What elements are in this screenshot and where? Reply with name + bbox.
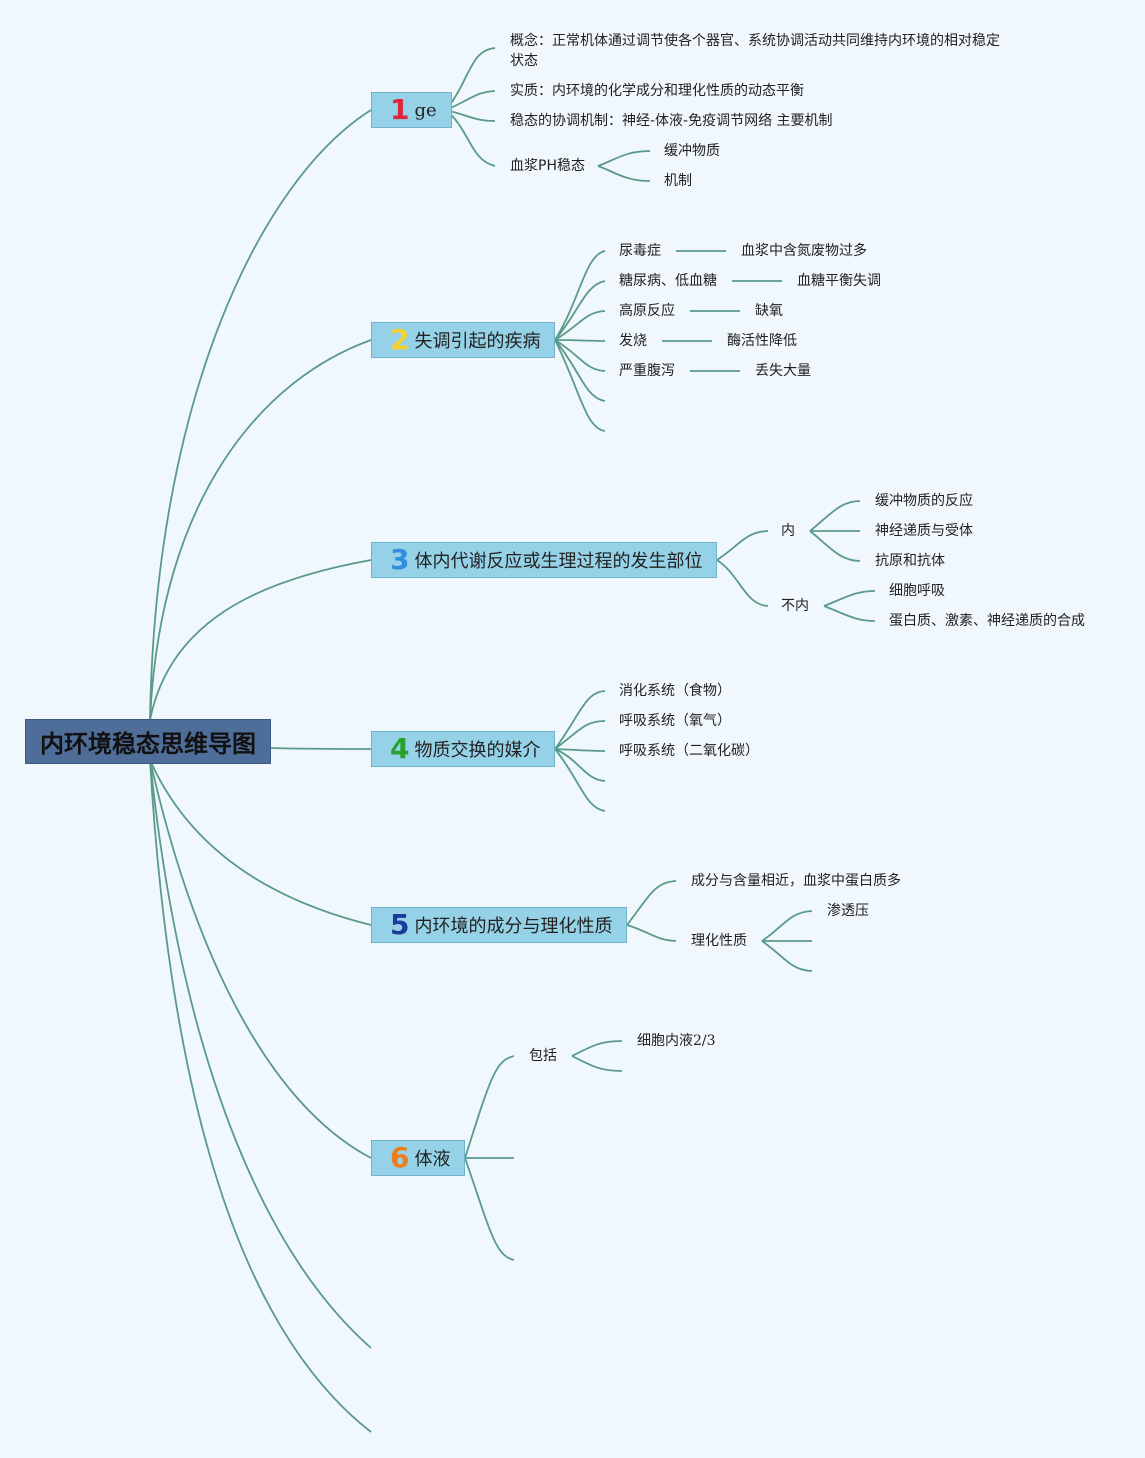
topic-3-label: 体内代谢反应或生理过程的发生部位	[414, 551, 703, 572]
t2-row-2-b[interactable]: 血糖平衡失调	[797, 273, 881, 289]
link-t3-in	[716, 530, 769, 561]
t5-composition[interactable]: 成分与含量相近，血浆中蛋白质多	[691, 873, 901, 889]
t4-item-1[interactable]: 消化系统（食物）	[619, 683, 731, 699]
link-root-empty-1	[149, 759, 372, 1349]
topic-2-label: 失调引起的疾病	[414, 331, 541, 352]
topic-6-number: 6	[390, 1141, 410, 1174]
t4-item-3[interactable]: 呼吸系统（二氧化碳）	[619, 743, 759, 759]
t1-ph-mechanism[interactable]: 机制	[664, 173, 692, 189]
t2-row-4-a[interactable]: 发烧	[619, 333, 647, 349]
topic-6-label: 体液	[414, 1149, 451, 1170]
link-t4-5	[554, 748, 606, 812]
t1-essence[interactable]: 实质：内环境的化学成分和理化性质的动态平衡	[510, 83, 804, 99]
t6-includes[interactable]: 包括	[529, 1048, 557, 1064]
t3-inside-2[interactable]: 神经递质与受体	[875, 523, 973, 539]
t3-inside[interactable]: 内	[781, 523, 795, 539]
link-t1-mechanism	[445, 109, 496, 122]
topic-5-number: 5	[390, 908, 410, 941]
link-incl-1	[571, 1040, 623, 1057]
link-root-t6	[149, 759, 372, 1159]
link-t2-r2	[554, 280, 606, 341]
t2-row-2-a[interactable]: 糖尿病、低血糖	[619, 273, 717, 289]
link-t6-low	[464, 1157, 515, 1261]
t2-row-1-a[interactable]: 尿毒症	[619, 243, 661, 259]
link-t2-r6	[554, 339, 606, 402]
link-t2-r5	[554, 339, 606, 372]
t3-inside-3[interactable]: 抗原和抗体	[875, 553, 945, 569]
t1-mechanism[interactable]: 稳态的协调机制：神经-体液-免疫调节网络 主要机制	[510, 113, 833, 129]
link-t6-incl	[464, 1055, 515, 1159]
t2-row-4-b[interactable]: 酶活性降低	[727, 333, 797, 349]
link-root-empty-2	[149, 759, 372, 1433]
link-t2-r1	[554, 250, 606, 341]
t2-row-1-b[interactable]: 血浆中含氮废物过多	[741, 243, 867, 259]
link-incl-2	[571, 1055, 623, 1072]
topic-1[interactable]: 1 ge	[371, 92, 452, 128]
link-prop-1	[761, 910, 813, 942]
t2-row-5-a[interactable]: 严重腹泻	[619, 363, 675, 379]
link-out-2	[823, 605, 876, 622]
link-out-1	[823, 590, 876, 607]
link-t3-out	[716, 559, 769, 607]
t5-osmotic-pressure[interactable]: 渗透压	[827, 903, 869, 919]
topic-4[interactable]: 4 物质交换的媒介	[371, 731, 556, 767]
link-t4-1	[554, 690, 606, 750]
link-in-3	[809, 530, 861, 562]
link-t1-ph	[445, 109, 496, 167]
t1-concept[interactable]: 概念：正常机体通过调节使各个器官、系统协调活动共同维持内环境的相对稳定状态	[510, 33, 1000, 69]
t2-row-3-a[interactable]: 高原反应	[619, 303, 675, 319]
topic-5-label: 内环境的成分与理化性质	[414, 916, 613, 937]
link-ph-1	[597, 150, 651, 167]
topic-4-number: 4	[390, 732, 410, 765]
topic-2[interactable]: 2 失调引起的疾病	[371, 322, 556, 358]
topic-6[interactable]: 6 体液	[371, 1140, 466, 1176]
t4-item-2[interactable]: 呼吸系统（氧气）	[619, 713, 731, 729]
link-t1-concept	[445, 47, 496, 111]
topic-1-label: ge	[414, 99, 437, 121]
t3-outside-1[interactable]: 细胞呼吸	[889, 583, 945, 599]
link-root-t1	[149, 109, 372, 721]
link-root-t4	[269, 747, 372, 750]
link-t4-3	[554, 748, 606, 752]
t1-ph[interactable]: 血浆PH稳态	[510, 158, 585, 174]
t5-properties[interactable]: 理化性质	[691, 933, 747, 949]
t1-ph-buffer[interactable]: 缓冲物质	[664, 143, 720, 159]
link-t2-r3	[554, 310, 606, 341]
link-t4-2	[554, 720, 606, 750]
t3-outside[interactable]: 不内	[781, 598, 809, 614]
topic-4-label: 物质交换的媒介	[414, 740, 541, 761]
root-node[interactable]: 内环境稳态思维导图	[25, 719, 271, 764]
link-root-t2	[149, 339, 372, 721]
link-root-t3	[149, 559, 372, 721]
link-root-t5	[149, 759, 372, 926]
t2-row-3-b[interactable]: 缺氧	[755, 303, 783, 319]
link-ph-2	[597, 165, 651, 182]
link-t2-r7	[554, 339, 606, 432]
t3-outside-2[interactable]: 蛋白质、激素、神经递质的合成	[889, 613, 1085, 629]
t3-inside-1[interactable]: 缓冲物质的反应	[875, 493, 973, 509]
topic-5[interactable]: 5 内环境的成分与理化性质	[371, 907, 628, 943]
topic-1-number: 1	[390, 93, 410, 126]
topic-3[interactable]: 3 体内代谢反应或生理过程的发生部位	[371, 542, 718, 578]
link-t2-r4	[554, 339, 606, 342]
link-t5-prop	[626, 924, 677, 942]
t6-intracellular[interactable]: 细胞内液2/3	[637, 1033, 716, 1049]
topic-3-number: 3	[390, 543, 410, 576]
link-t5-comp	[626, 880, 677, 926]
link-prop-3	[761, 940, 813, 972]
link-t4-4	[554, 748, 606, 782]
t2-row-5-b[interactable]: 丢失大量	[755, 363, 811, 379]
topic-2-number: 2	[390, 323, 410, 356]
link-in-1	[809, 500, 861, 532]
